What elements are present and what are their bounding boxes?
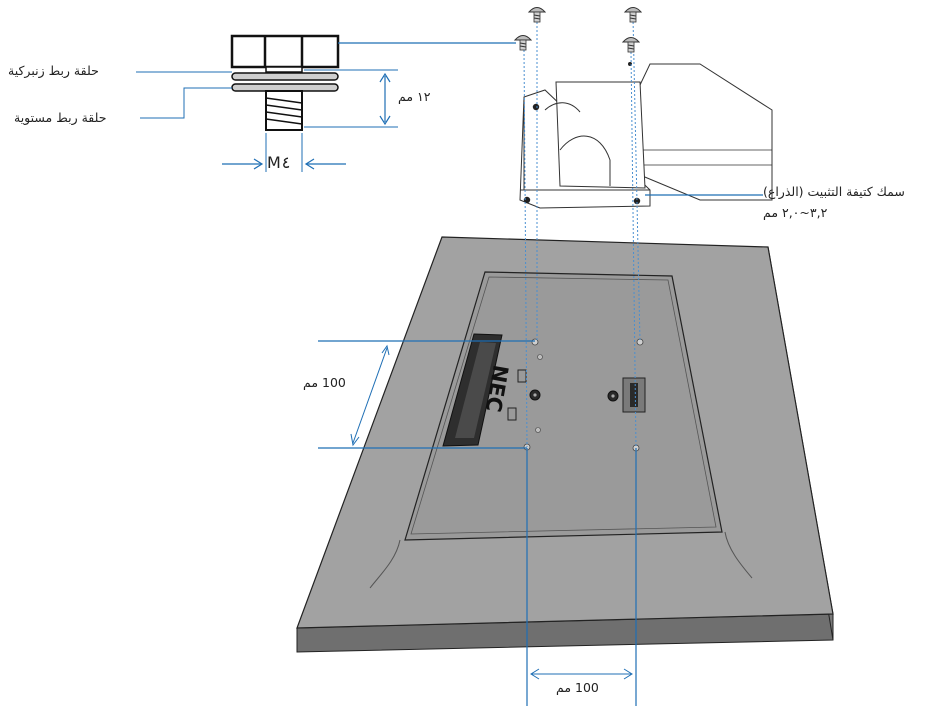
screw-icon (527, 7, 547, 23)
bracket-curve (559, 135, 611, 186)
arm-body (639, 63, 773, 201)
screw-icon (623, 7, 643, 23)
bracket-body (555, 81, 646, 189)
screw-length-label: ١٢ مم (398, 89, 431, 104)
screw-head (230, 34, 340, 69)
screw-neck (265, 66, 303, 73)
mount-bracket (519, 62, 773, 209)
regulatory-mark (507, 407, 517, 421)
monitor-panel: NEC (296, 236, 834, 653)
arrow-right-icon (222, 158, 264, 170)
leader-flat-washer (140, 87, 232, 119)
bracket-hole (633, 197, 641, 205)
bracket-thickness-title: سمك كتيفة التثبيت (الذراع) (763, 184, 905, 199)
spring-washer (231, 72, 339, 81)
panel-hole-large-inner (611, 394, 615, 398)
panel-edge-curve-right (724, 531, 753, 579)
regulatory-mark (517, 369, 527, 383)
pitch-markers (318, 194, 763, 706)
handle-slot-inner (455, 342, 496, 438)
bracket-curve (544, 102, 581, 113)
screw-detail (136, 34, 516, 172)
vertical-pitch-arrow (352, 347, 388, 444)
screw-size-label: M٤ (267, 153, 291, 172)
alignment-lines (523, 17, 641, 449)
bracket-hole (532, 103, 540, 111)
screw-shaft (265, 90, 303, 131)
vertical-pitch-label: 100 مم (303, 375, 346, 390)
screw-icon (621, 37, 641, 53)
spring-washer-label: حلقة ربط زنبركية (8, 63, 99, 78)
kensington-slot-inner (630, 383, 638, 407)
horizontal-pitch-label: 100 مم (556, 680, 599, 695)
panel-hole-large-inner (533, 393, 537, 397)
bracket-thickness-value: ٣,٢~٢,٠ مم (763, 205, 828, 220)
screw-icon (513, 35, 533, 51)
panel-edge-curve-left (369, 539, 401, 589)
flat-washer-label: حلقة ربط مستوية (14, 110, 107, 125)
arrow-left-icon (304, 158, 346, 170)
panel-hole-small (537, 354, 543, 360)
panel-hole-small (535, 427, 541, 433)
flat-washer (231, 83, 339, 92)
